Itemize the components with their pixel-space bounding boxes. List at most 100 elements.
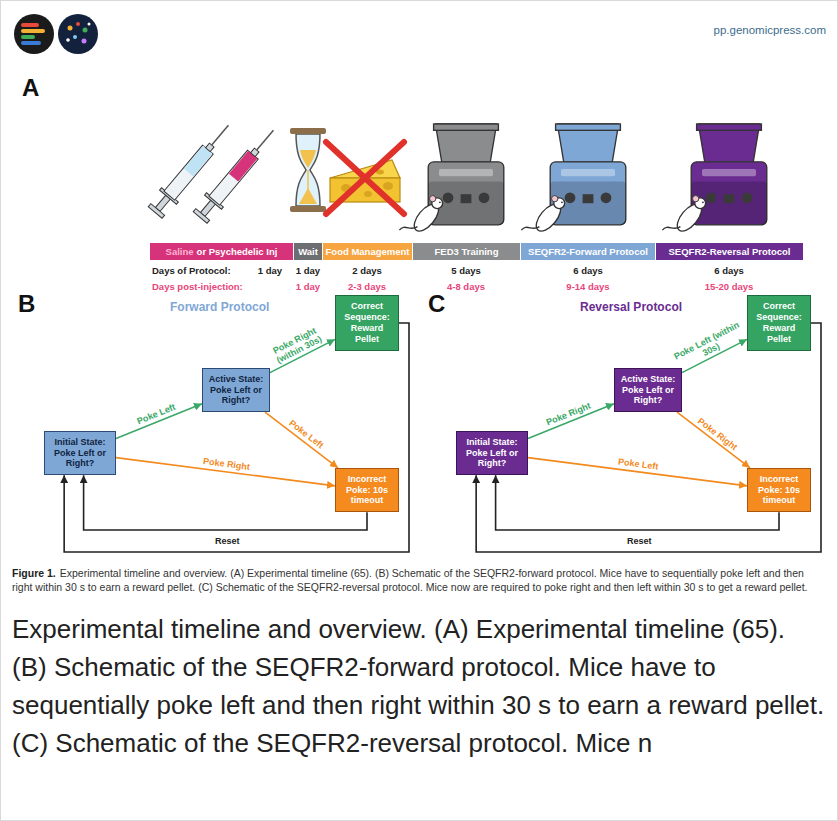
state-box: Initial State: Poke Left or Right? <box>44 431 116 475</box>
timeline-segment: SEQFR2-Reversal Protocol <box>656 243 803 260</box>
hourglass-icon <box>290 128 326 134</box>
syringe-icon <box>192 123 282 224</box>
row-heading: Days of Protocol: <box>152 265 231 276</box>
panel-title: Reversal Protocol <box>580 300 682 314</box>
syringe-icon <box>147 118 237 219</box>
cheese-icon <box>326 142 404 214</box>
syringe-icon <box>212 125 229 145</box>
figure-caption: Experimental timeline and overview. (A) … <box>12 567 807 593</box>
cheese-icon <box>326 142 404 214</box>
edge-label: Poke Left <box>287 418 325 451</box>
segment-label: or Psychedelic Inj <box>197 246 278 257</box>
journal-logo <box>83 28 88 33</box>
timeline-segment: Wait <box>294 243 322 260</box>
journal-logo <box>88 23 91 26</box>
syringe-icon <box>148 204 164 219</box>
figure-number: Figure 1. <box>12 567 56 579</box>
day-count: 1 day <box>296 265 320 276</box>
journal-logo <box>21 41 41 45</box>
state-text: Incorrect Poke: 10s timeout <box>339 474 395 506</box>
syringe-icon <box>193 209 209 224</box>
journal-logo <box>82 39 87 44</box>
state-text: Correct Sequence: Reward Pellet <box>339 301 395 344</box>
journal-logo <box>73 35 77 39</box>
segment-label: SEQFR2-Reversal Protocol <box>669 246 791 257</box>
segment-label: Saline <box>166 246 194 257</box>
caption-block: Figure 1.Experimental timeline and overv… <box>12 566 826 594</box>
transition-arrow <box>84 475 367 530</box>
hourglass-icon <box>290 206 326 212</box>
site-url: pp.genomicpress.com <box>714 24 827 36</box>
timeline-segment: Salineor Psychedelic Inj <box>150 243 293 260</box>
journal-logo <box>76 22 80 26</box>
state-box: Initial State: Poke Left or Right? <box>456 431 528 475</box>
state-text: Initial State: Poke Left or Right? <box>460 437 524 469</box>
day-count: 5 days <box>451 265 481 276</box>
state-box: Active State: Poke Left or Right? <box>202 368 270 412</box>
day-count: 6 days <box>714 265 744 276</box>
state-text: Active State: Poke Left or Right? <box>618 374 678 406</box>
state-text: Active State: Poke Left or Right? <box>206 374 266 406</box>
journal-logo <box>21 29 45 33</box>
panel-letter: C <box>428 290 445 318</box>
segment-label: Wait <box>298 246 318 257</box>
hourglass-icon <box>300 150 316 168</box>
journal-logo <box>14 14 54 54</box>
journal-logo <box>14 14 54 54</box>
state-text: Incorrect Poke: 10s timeout <box>751 474 807 506</box>
day-count: 6 days <box>573 265 603 276</box>
cheese-icon <box>326 142 404 214</box>
edge-label: Poke Right <box>696 416 740 453</box>
cheese-icon <box>383 182 393 190</box>
state-box: Correct Sequence: Reward Pellet <box>335 295 399 350</box>
segment-label: SEQFR2-Forward Protocol <box>528 246 648 257</box>
day-count: 2-3 days <box>348 281 386 292</box>
transition-arrow <box>677 412 750 468</box>
state-box: Incorrect Poke: 10s timeout <box>747 468 811 512</box>
day-count: 15-20 days <box>705 281 754 292</box>
segment-label: Food Management <box>326 246 410 257</box>
state-box: Active State: Poke Left or Right? <box>614 368 682 412</box>
day-count: 9-14 days <box>566 281 609 292</box>
transition-arrow <box>528 458 747 486</box>
edge-label: Poke Left <box>136 402 177 427</box>
edge-label: Poke Right <box>545 401 592 428</box>
journal-logo <box>66 38 70 42</box>
transition-arrow <box>265 412 338 468</box>
fed3-device <box>399 124 503 235</box>
journal-logo <box>21 35 35 39</box>
journal-logo <box>21 23 39 27</box>
syringe-icon <box>209 150 258 205</box>
journal-logo <box>58 14 98 54</box>
state-box: Incorrect Poke: 10s timeout <box>335 468 399 512</box>
panel-letter: B <box>18 290 35 318</box>
timeline-segment: SEQFR2-Forward Protocol <box>521 243 655 260</box>
caption-repeat: Experimental timeline and overview. (A) … <box>12 610 826 762</box>
fed3-device <box>662 124 766 235</box>
syringe-icon <box>257 130 274 150</box>
journal-logo <box>68 26 73 31</box>
syringe-icon <box>164 145 213 200</box>
day-count: 2 days <box>352 265 382 276</box>
day-count: 1 day <box>296 281 320 292</box>
state-box: Correct Sequence: Reward Pellet <box>747 295 811 350</box>
hourglass-icon <box>290 128 326 212</box>
day-count: 1 day <box>258 265 282 276</box>
hourglass-icon <box>299 188 317 204</box>
panel-title: Forward Protocol <box>170 300 269 314</box>
timeline-segment: Food Management <box>323 243 412 260</box>
timeline-segment: FED3 Training <box>413 243 520 260</box>
state-text: Correct Sequence: Reward Pellet <box>751 301 807 344</box>
edge-label: Reset <box>625 536 654 546</box>
state-text: Initial State: Poke Left or Right? <box>48 437 112 469</box>
cheese-icon <box>364 191 372 197</box>
transition-arrow <box>496 475 779 530</box>
hourglass-icon <box>307 170 309 190</box>
row-heading: Days post-injection: <box>152 281 243 292</box>
hourglass-icon <box>296 134 320 206</box>
edge-label: Reset <box>213 536 242 546</box>
panel-letter: A <box>22 74 39 102</box>
segment-label: FED3 Training <box>435 246 499 257</box>
